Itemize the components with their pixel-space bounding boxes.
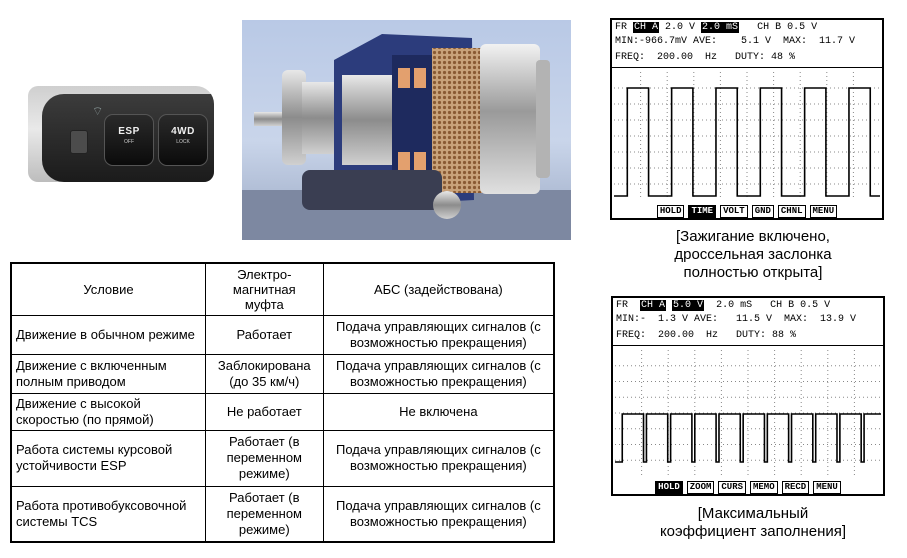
scope-fr-label: FR [615, 22, 634, 33]
operating-conditions-table: Условие Электро- магнитная муфта АБС (за… [10, 262, 555, 543]
row-abs: Не включена [322, 392, 555, 431]
esp-sub-label: OFF [124, 139, 134, 145]
row-abs: Подача управляющих сигналов (с возможнос… [322, 314, 555, 355]
row-coupling: Работает (в переменном режиме) [204, 485, 324, 543]
scope-channel-a: CH A [640, 300, 667, 311]
scope-min-ave-max: MIN:-966.7mV AVE: 5.1 V MAX: 11.7 V [615, 36, 856, 47]
switch-panel-photo: ⌔ ESP OFF 4WD LOCK [28, 86, 214, 182]
scope-softkey-zoom[interactable]: ZOOM [686, 481, 715, 494]
row-abs: Подача управляющих сигналов (с возможнос… [322, 429, 555, 487]
awd-sub-label: LOCK [176, 139, 190, 145]
row-abs: Подача управляющих сигналов (с возможнос… [322, 485, 555, 543]
coupling-illustration [242, 34, 571, 240]
row-coupling: Заблокирована (до 35 км/ч) [204, 353, 324, 394]
row-abs: Подача управляющих сигналов (с возможнос… [322, 353, 555, 394]
row-coupling: Работает [204, 314, 324, 355]
row-coupling: Не работает [204, 392, 324, 431]
table-row: Движение в обычном режиме Работает Подач… [10, 314, 555, 355]
waveform-trace [614, 87, 880, 197]
table-header-row: Условие Электро- магнитная муфта АБС (за… [10, 262, 555, 316]
row-condition: Движение с высокой скоростью (по прямой) [10, 392, 206, 431]
scope-softkey-volt[interactable]: VOLT [720, 205, 748, 218]
switch-bezel: ⌔ ESP OFF 4WD LOCK [42, 94, 214, 182]
scope-fr-label: FR [616, 300, 641, 311]
esp-off-switch: ESP OFF [104, 114, 154, 166]
scope-time-div: 2.0 mS [701, 22, 740, 33]
scope-channel-a: CH A [633, 22, 660, 33]
awd-label: 4WD [171, 126, 195, 137]
scope-header-line1: FR CH A 5.0 V 2.0 mS CH B 0.5 V [616, 300, 830, 312]
scope-waveform-grid [614, 72, 880, 200]
table-row: Работа противобуксовочной системы TCS Ра… [10, 485, 555, 543]
row-condition: Работа противобуксовочной системы TCS [10, 485, 206, 543]
scope-header-line1: FR CH A 2.0 V 2.0 mS CH B 0.5 V [615, 22, 817, 34]
scope-channel-b: 2.0 mS CH B 0.5 V [704, 300, 831, 311]
scope-volt-div: 5.0 V [672, 300, 705, 311]
header-coupling: Электро- магнитная муфта [204, 262, 324, 316]
scope-softkey-hold[interactable]: HOLD [655, 481, 683, 494]
oscilloscope-48-duty: FR CH A 2.0 V 2.0 mS CH B 0.5 V MIN:-966… [610, 18, 884, 220]
oscilloscope-88-duty: FR CH A 5.0 V 2.0 mS CH B 0.5 V MIN:- 1.… [611, 296, 885, 496]
waveform-trace [615, 413, 881, 463]
scope-separator [613, 345, 883, 346]
table-row: Движение с высокой скоростью (по прямой)… [10, 392, 555, 431]
row-condition: Движение в обычном режиме [10, 314, 206, 355]
scope1-caption: [Зажигание включено, дроссельная заслонк… [674, 228, 832, 281]
scope-volt-div: 2.0 V [659, 22, 702, 33]
row-condition: Движение с включенным полным приводом [10, 353, 206, 394]
scope-softkey-hold[interactable]: HOLD [656, 205, 685, 218]
scope-freq-duty: FREQ: 200.00 Hz DUTY: 48 % [615, 52, 796, 63]
row-condition: Работа системы курсовой устойчивости ESP [10, 429, 206, 487]
table-row: Движение с включенным полным приводом За… [10, 353, 555, 394]
scope-channel-b: CH B 0.5 V [739, 22, 818, 33]
scope-softkey-chnl[interactable]: CHNL [777, 205, 806, 218]
scope2-caption: [Максимальный коэффициент заполнения] [659, 505, 847, 540]
scope-softkey-menu[interactable]: MENU [809, 205, 838, 218]
coupling-cutaway-photo [242, 20, 571, 240]
scope-waveform-grid [615, 350, 881, 476]
scope-softkey-recd[interactable]: RECD [781, 481, 810, 494]
scope-softkey-curs[interactable]: CURS [718, 481, 746, 494]
lamp-icon: ⌔ [92, 104, 104, 118]
table-row: Работа системы курсовой устойчивости ESP… [10, 429, 555, 487]
scope-separator [612, 67, 882, 68]
scope-freq-duty: FREQ: 200.00 Hz DUTY: 88 % [616, 330, 797, 341]
scope-softkey-gnd[interactable]: GND [751, 205, 774, 218]
scope-softkey-menu[interactable]: MENU [813, 481, 841, 494]
awd-lock-switch: 4WD LOCK [158, 114, 208, 166]
header-condition: Условие [10, 262, 206, 316]
row-coupling: Работает (в переменном режиме) [204, 429, 324, 487]
header-abs: АБС (задействована) [322, 262, 555, 316]
scope-softkey-time[interactable]: TIME [688, 205, 717, 218]
scope-softkey-memo[interactable]: MEMO [750, 481, 778, 494]
esp-label: ESP [118, 126, 140, 137]
dimmer-knob [70, 130, 88, 154]
scope-min-ave-max: MIN:- 1.3 V AVE: 11.5 V MAX: 13.9 V [616, 314, 857, 325]
